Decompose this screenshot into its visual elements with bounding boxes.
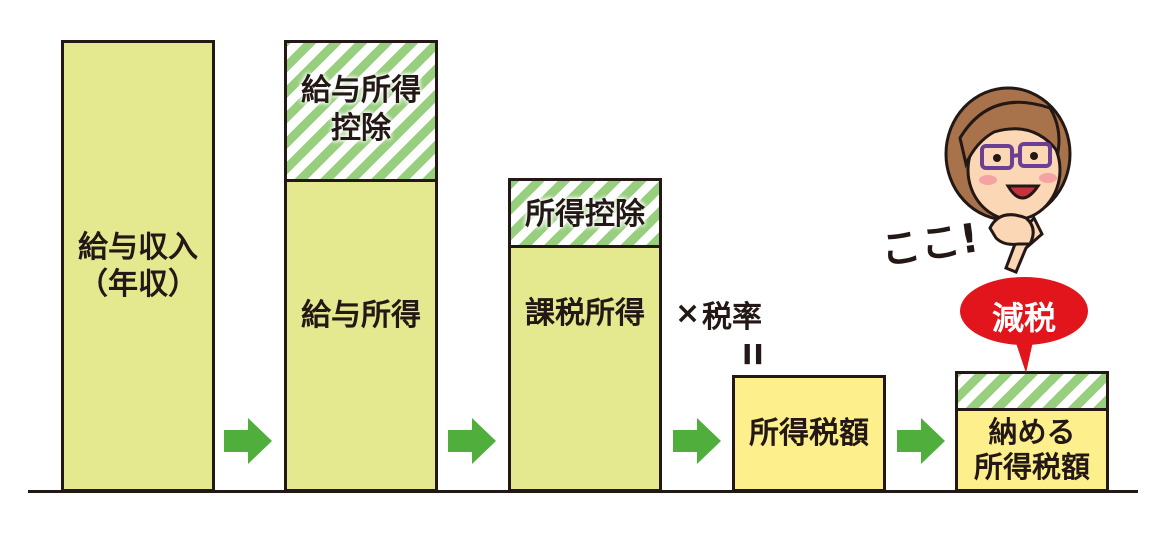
taxable-income-bar: 課税所得 [508, 245, 662, 492]
equals-sign: II [742, 338, 765, 371]
tax-cut-label: 減税 [991, 299, 1056, 337]
salary-deduction-segment [284, 40, 438, 182]
times-sign: × [675, 296, 701, 331]
arrow-right-icon [673, 418, 721, 464]
income-deduction-segment [508, 178, 662, 248]
payable-tax-bar: 納める 所得税額 [955, 408, 1109, 492]
salary-deduction-label: 給与所得 控除 [301, 73, 421, 146]
arrow-right-icon [448, 418, 496, 464]
tax-rate-label: 税率 [702, 300, 762, 335]
arrow-right-icon [897, 418, 945, 464]
income-tax-amount-label: 所得税額 [749, 415, 869, 451]
payable-tax-label: 納める 所得税額 [973, 415, 1090, 484]
income-deduction-label: 所得控除 [525, 197, 645, 232]
character-illustration [930, 68, 1090, 278]
tax-cut-badge: 減税 [960, 277, 1088, 373]
salary-income-label: 給与収入 （年収） [78, 229, 198, 303]
income-tax-amount-bar: 所得税額 [732, 375, 886, 492]
badge-bubble-icon [960, 277, 1088, 373]
salary-earnings-bar: 給与所得 [284, 179, 438, 492]
salary-income-bar: 給与収入 （年収） [61, 40, 215, 492]
taxable-income-label: 課税所得 [525, 295, 645, 331]
salary-earnings-label: 給与所得 [301, 297, 421, 333]
arrow-right-icon [224, 418, 272, 464]
baseline [28, 490, 1138, 493]
